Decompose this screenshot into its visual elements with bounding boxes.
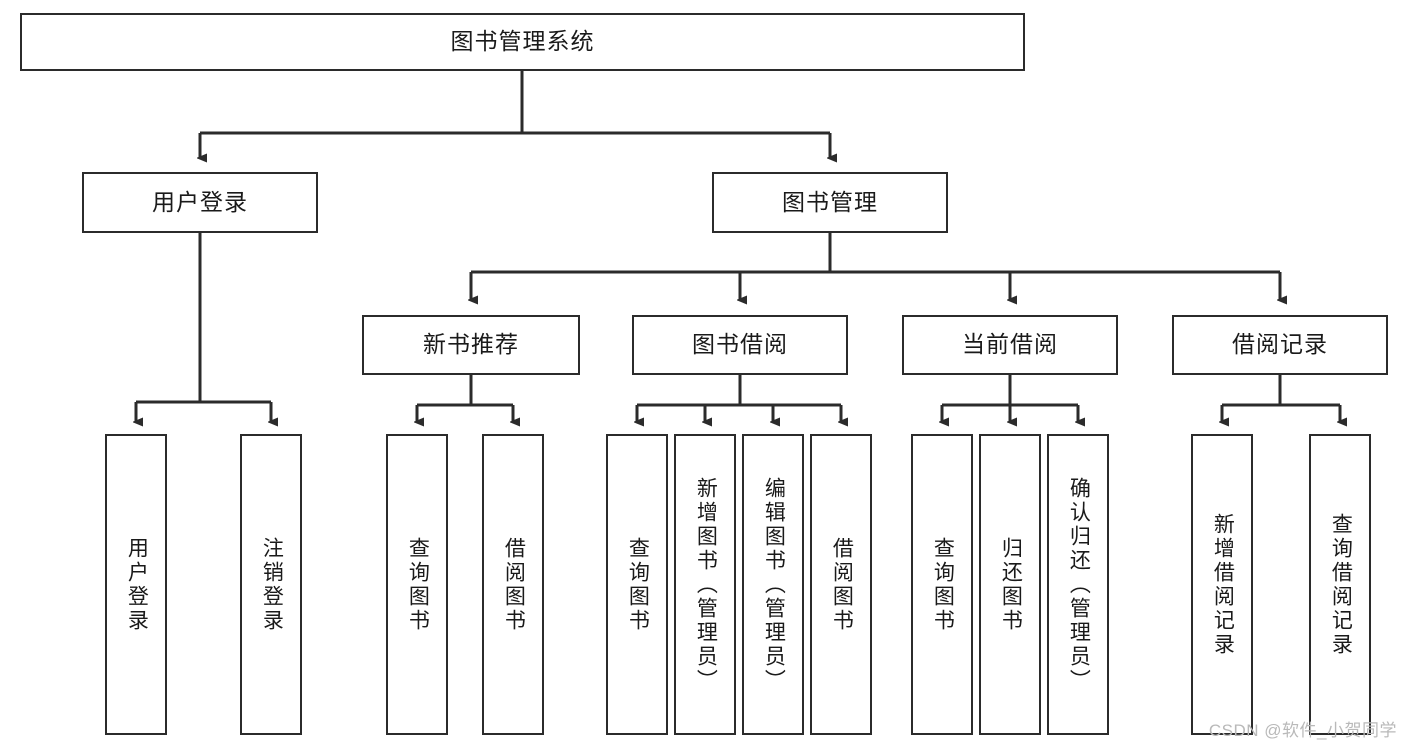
node-label: 图书管理	[782, 188, 878, 215]
node-user-login[interactable]: 用户登录	[82, 172, 318, 233]
node-new-book-recommend[interactable]: 新书推荐	[362, 315, 580, 375]
node-label: 归还图书	[999, 536, 1023, 633]
leaf-query-book-new[interactable]: 查询图书	[386, 434, 448, 735]
node-label: 借阅图书	[830, 536, 854, 633]
node-label: 用户登录	[152, 188, 248, 215]
node-label: 查询图书	[406, 536, 430, 633]
node-label: 当前借阅	[962, 331, 1058, 358]
leaf-query-borrow-record[interactable]: 查询借阅记录	[1309, 434, 1371, 735]
node-label: 新书推荐	[423, 331, 519, 358]
leaf-add-borrow-record[interactable]: 新增借阅记录	[1191, 434, 1253, 735]
node-book-management[interactable]: 图书管理	[712, 172, 948, 233]
node-label: 借阅图书	[502, 536, 526, 633]
leaf-return-book[interactable]: 归还图书	[979, 434, 1041, 735]
node-current-borrow[interactable]: 当前借阅	[902, 315, 1118, 375]
node-label: 图书借阅	[692, 331, 788, 358]
node-label: 新增借阅记录	[1211, 512, 1235, 657]
node-label: 查询图书	[626, 536, 650, 633]
node-book-borrow[interactable]: 图书借阅	[632, 315, 848, 375]
leaf-logout-login[interactable]: 注销登录	[240, 434, 302, 735]
node-label: 注销登录	[260, 536, 284, 633]
node-label: 借阅记录	[1232, 331, 1328, 358]
node-label: 确认归还（管理员）	[1067, 476, 1091, 693]
leaf-user-login[interactable]: 用户登录	[105, 434, 167, 735]
node-label: 查询图书	[931, 536, 955, 633]
leaf-borrow-book[interactable]: 借阅图书	[810, 434, 872, 735]
node-borrow-record[interactable]: 借阅记录	[1172, 315, 1388, 375]
leaf-query-book-borrow[interactable]: 查询图书	[606, 434, 668, 735]
node-label: 用户登录	[125, 536, 149, 633]
node-label: 编辑图书（管理员）	[762, 476, 786, 693]
node-label: 查询借阅记录	[1329, 512, 1353, 657]
leaf-query-book-current[interactable]: 查询图书	[911, 434, 973, 735]
node-label: 图书管理系统	[450, 28, 595, 55]
node-label: 新增图书（管理员）	[694, 476, 718, 693]
leaf-edit-book-admin[interactable]: 编辑图书（管理员）	[742, 434, 804, 735]
csdn-watermark: CSDN @软件_小贺同学	[1208, 721, 1397, 740]
node-root-library-system[interactable]: 图书管理系统	[20, 13, 1025, 71]
leaf-add-book-admin[interactable]: 新增图书（管理员）	[674, 434, 736, 735]
leaf-confirm-return-admin[interactable]: 确认归还（管理员）	[1047, 434, 1109, 735]
leaf-borrow-book-new[interactable]: 借阅图书	[482, 434, 544, 735]
